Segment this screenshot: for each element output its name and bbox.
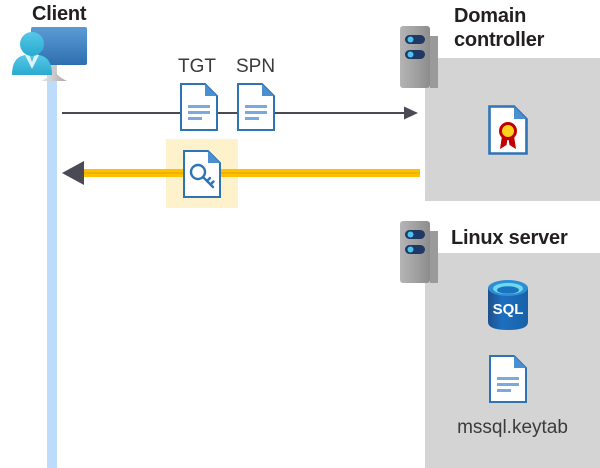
server-tower-icon-linux-server: [400, 221, 438, 283]
server-tower-icon-domain-controller: [400, 26, 438, 88]
domain-controller-title: Domain controller: [454, 5, 545, 51]
document-icon-tgt: [180, 83, 218, 131]
client-workstation-icon: [8, 25, 104, 91]
sql-database-icon: SQL: [485, 279, 531, 331]
svg-text:SQL: SQL: [493, 301, 524, 318]
spn-label: SPN: [236, 56, 276, 77]
client-lifeline: [47, 62, 57, 468]
keytab-filename-label: mssql.keytab: [457, 417, 568, 438]
client-title: Client: [32, 3, 87, 25]
certificate-document-icon: [488, 105, 528, 155]
tgt-label: TGT: [178, 56, 216, 77]
document-icon-keytab: [489, 355, 527, 403]
key-document-icon: [183, 150, 221, 198]
document-icon-spn: [237, 83, 275, 131]
response-arrow: [60, 160, 420, 186]
linux-server-title: Linux server: [451, 227, 568, 249]
request-arrow: [62, 106, 418, 120]
